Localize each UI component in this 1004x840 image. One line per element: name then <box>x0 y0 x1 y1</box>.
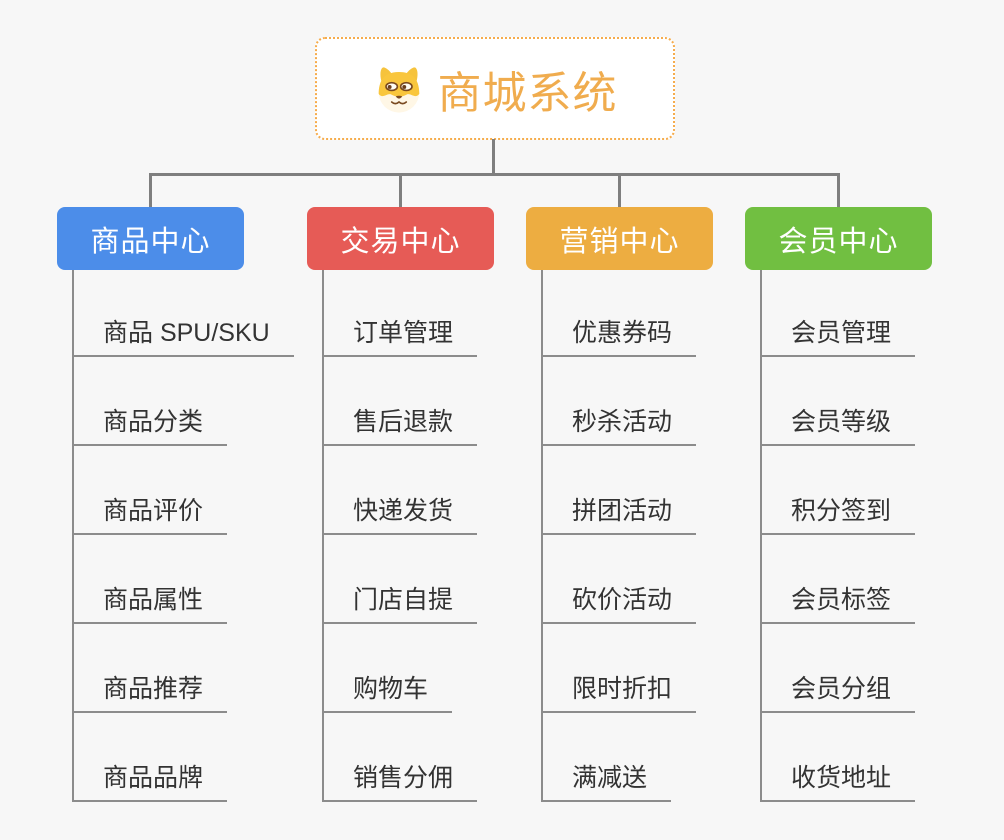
connector-branch-drop-trade-center <box>399 176 402 207</box>
leaf-item-marketing-center-3[interactable]: 砍价活动 <box>541 584 697 624</box>
connector-branch-drop-product-center <box>149 176 152 207</box>
leaf-item-member-center-2[interactable]: 积分签到 <box>760 495 916 535</box>
leaf-item-member-center-4[interactable]: 会员分组 <box>760 673 916 713</box>
branch-trunk-member-center <box>760 270 762 802</box>
leaf-item-product-center-1[interactable]: 商品分类 <box>72 406 228 446</box>
leaf-item-marketing-center-0[interactable]: 优惠券码 <box>541 317 697 357</box>
connector-branch-drop-member-center <box>837 176 840 207</box>
dog-face-icon <box>378 66 419 113</box>
branch-label-member-center: 会员中心 <box>778 225 899 258</box>
branch-trunk-marketing-center <box>541 270 543 802</box>
branch-box-trade-center[interactable]: 交易中心 <box>307 207 494 270</box>
root-node[interactable]: 商城系统 <box>315 37 675 140</box>
leaf-item-trade-center-1[interactable]: 售后退款 <box>322 406 478 446</box>
leaf-item-product-center-2[interactable]: 商品评价 <box>72 495 228 535</box>
connector-root-drop <box>492 139 495 173</box>
leaf-item-marketing-center-4[interactable]: 限时折扣 <box>541 673 697 713</box>
branch-label-product-center: 商品中心 <box>90 225 211 258</box>
leaf-item-member-center-0[interactable]: 会员管理 <box>760 317 916 357</box>
branch-box-member-center[interactable]: 会员中心 <box>745 207 932 270</box>
leaf-item-product-center-3[interactable]: 商品属性 <box>72 584 228 624</box>
branch-label-trade-center: 交易中心 <box>340 225 461 258</box>
leaf-item-product-center-4[interactable]: 商品推荐 <box>72 673 228 713</box>
branch-trunk-product-center <box>72 270 74 802</box>
leaf-item-product-center-0[interactable]: 商品 SPU/SKU <box>72 317 294 357</box>
branch-box-product-center[interactable]: 商品中心 <box>57 207 244 270</box>
leaf-item-trade-center-3[interactable]: 门店自提 <box>322 584 478 624</box>
leaf-item-member-center-1[interactable]: 会员等级 <box>760 406 916 446</box>
leaf-item-trade-center-2[interactable]: 快递发货 <box>322 495 478 535</box>
leaf-item-marketing-center-2[interactable]: 拼团活动 <box>541 495 697 535</box>
root-title: 商城系统 <box>437 68 618 118</box>
leaf-item-trade-center-5[interactable]: 销售分佣 <box>322 762 478 802</box>
leaf-item-marketing-center-5[interactable]: 满减送 <box>541 762 672 802</box>
leaf-item-member-center-5[interactable]: 收货地址 <box>760 762 916 802</box>
connector-horizontal-bus <box>149 173 840 176</box>
leaf-item-member-center-3[interactable]: 会员标签 <box>760 584 916 624</box>
connector-branch-drop-marketing-center <box>618 176 621 207</box>
branch-label-marketing-center: 营销中心 <box>559 225 680 258</box>
leaf-item-trade-center-0[interactable]: 订单管理 <box>322 317 478 357</box>
leaf-item-product-center-5[interactable]: 商品品牌 <box>72 762 228 802</box>
branch-trunk-trade-center <box>322 270 324 802</box>
branch-box-marketing-center[interactable]: 营销中心 <box>526 207 713 270</box>
leaf-item-trade-center-4[interactable]: 购物车 <box>322 673 453 713</box>
leaf-item-marketing-center-1[interactable]: 秒杀活动 <box>541 406 697 446</box>
